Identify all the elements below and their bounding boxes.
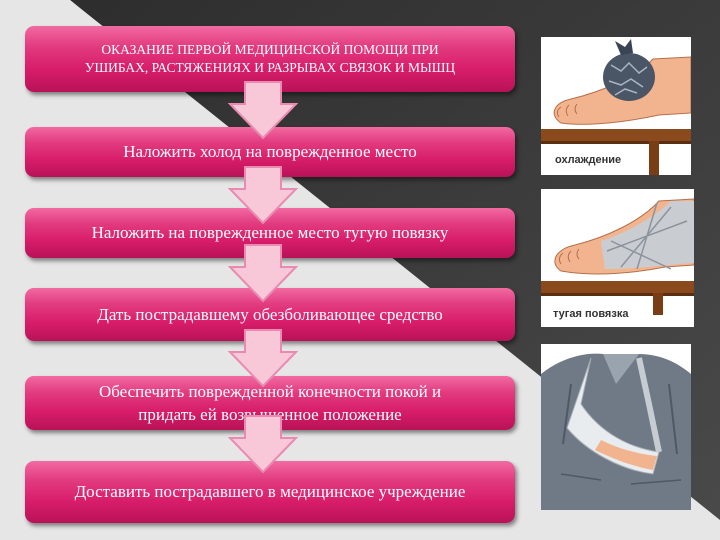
arm-sling-illustration [541,344,691,510]
title-box: ОКАЗАНИЕ ПЕРВОЙ МЕДИЦИНСКОЙ ПОМОЩИ ПРИ У… [25,26,515,92]
down-arrow-icon [228,166,298,225]
cooling-caption: охлаждение [555,154,621,166]
down-arrow-icon [228,81,298,140]
bandage-illustration: тугая повязка [541,189,694,327]
step-text: Наложить холод на поврежденное место [123,142,417,161]
step-text: Дать пострадавшему обезболивающее средст… [97,304,443,324]
down-arrow-icon [228,415,298,474]
bandage-caption: тугая повязка [553,308,629,320]
step-text: Доставить пострадавшего в медицинское уч… [74,482,466,501]
step-text: Наложить на поврежденное место тугую пов… [91,223,449,242]
down-arrow-icon [228,329,298,388]
step-rest-elevate: Обеспечить поврежденной конечности покой… [25,376,515,430]
down-arrow-icon [228,244,298,303]
step-text-line-1: Обеспечить поврежденной конечности покой… [98,382,442,401]
title-line-1: ОКАЗАНИЕ ПЕРВОЙ МЕДИЦИНСКОЙ ПОМОЩИ ПРИ [101,42,439,57]
title-line-2: УШИБАХ, РАСТЯЖЕНИЯХ И РАЗРЫВАХ СВЯЗОК И … [84,60,456,75]
step-text-line-2: придать ей возвышенное положение [138,405,402,424]
cooling-illustration: охлаждение [541,37,691,175]
step-deliver-hospital: Доставить пострадавшего в медицинское уч… [25,461,515,523]
